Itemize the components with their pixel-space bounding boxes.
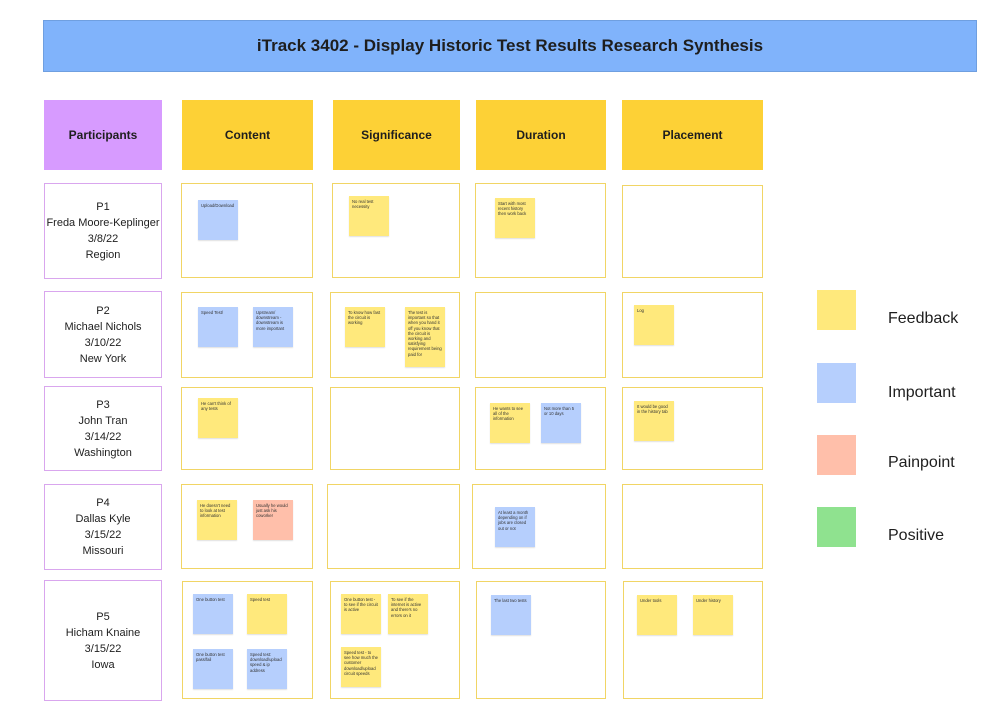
sticky-note[interactable]: To know how fast the circuit is working (345, 307, 385, 347)
participant-location: Missouri (82, 545, 124, 557)
cell-p5-significance: One button test - to see if the circuit … (330, 581, 460, 699)
header-placement: Placement (622, 100, 763, 170)
legend-label-positive: Positive (888, 527, 945, 544)
sticky-note[interactable]: Log (634, 305, 674, 345)
sticky-note[interactable]: It would be good in the history tab (634, 401, 674, 441)
participant-card-p3: P3 John Tran 3/14/22 Washington (44, 386, 162, 471)
sticky-note[interactable]: One button test pass/fail (193, 649, 233, 689)
participant-date: 3/8/22 (87, 233, 119, 245)
cell-p4-duration: At least a month depending on if jobs ar… (472, 484, 606, 569)
participant-location: New York (79, 352, 127, 365)
cell-p2-duration (475, 292, 606, 378)
sticky-note[interactable]: Speed Test/ (198, 307, 238, 347)
sticky-note[interactable]: Speed test (247, 594, 287, 634)
header-content: Content (182, 100, 313, 170)
sticky-note[interactable]: Speed test: download/upload speed & ip a… (247, 649, 287, 689)
participant-id: P5 (96, 610, 110, 623)
cell-p5-duration: The last two tests (476, 581, 606, 699)
legend-label-painpoint: Painpoint (888, 454, 955, 471)
cell-p2-content: Speed Test/ Upstream/ downstream - downs… (181, 292, 313, 378)
cell-p1-duration: Start with most recent history then work… (475, 183, 606, 278)
header-participants: Participants (44, 100, 162, 170)
cell-p5-placement: Under tools Under history (623, 581, 763, 699)
cell-p4-placement (622, 484, 763, 569)
participant-date: 3/15/22 (84, 642, 122, 655)
participant-date: 3/15/22 (84, 529, 122, 541)
participant-id: P2 (96, 304, 110, 317)
sticky-note[interactable]: The test is important so that when you h… (405, 307, 445, 367)
legend-swatch-painpoint (817, 435, 856, 475)
sticky-note[interactable]: He can't think of any tests (198, 398, 238, 438)
sticky-note[interactable]: Upstream/ downstream - downstream is mor… (253, 307, 293, 347)
legend-label-feedback: Feedback (888, 310, 959, 327)
sticky-note[interactable]: No real test necessity (349, 196, 389, 236)
cell-p4-content: He doesn't need to look at test informat… (181, 484, 313, 569)
sticky-note[interactable]: To see if the internet is active and the… (388, 594, 428, 634)
participant-card-p1: P1 Freda Moore-Keplinger 3/8/22 Region (44, 183, 162, 279)
sticky-note[interactable]: He doesn't need to look at test informat… (197, 500, 237, 540)
cell-p4-significance (327, 484, 460, 569)
sticky-note[interactable]: The last two tests (491, 595, 531, 635)
participant-name: Michael Nichols (64, 320, 142, 333)
cell-p2-significance: To know how fast the circuit is working … (330, 292, 460, 378)
cell-p1-content: Upload/Download (181, 183, 313, 278)
sticky-note[interactable]: He wants to see all of the information (490, 403, 530, 443)
legend-swatch-feedback (817, 290, 856, 330)
cell-p3-duration: He wants to see all of the information N… (475, 387, 606, 470)
sticky-note[interactable]: Not more than 5 or 10 days (541, 403, 581, 443)
cell-p3-placement: It would be good in the history tab (622, 387, 763, 470)
participant-card-p4: P4 Dallas Kyle 3/15/22 Missouri (44, 484, 162, 570)
participant-location: Iowa (91, 658, 115, 671)
cell-p5-content: One button test Speed test One button te… (182, 581, 313, 699)
sticky-note[interactable]: Speed test - to see how much the custome… (341, 647, 381, 687)
legend-swatch-important (817, 363, 856, 403)
sticky-note[interactable]: Upload/Download (198, 200, 238, 240)
cell-p2-placement: Log (622, 292, 763, 378)
participant-card-p5: P5 Hicham Knaine 3/15/22 Iowa (44, 580, 162, 701)
sticky-note[interactable]: One button test - to see if the circuit … (341, 594, 381, 634)
sticky-note[interactable]: Under history (693, 595, 733, 635)
participant-card-p2: P2 Michael Nichols 3/10/22 New York (44, 291, 162, 378)
header-duration: Duration (476, 100, 606, 170)
board-title: iTrack 3402 - Display Historic Test Resu… (43, 20, 977, 72)
participant-name: Freda Moore-Keplinger (46, 217, 160, 229)
participant-date: 3/14/22 (84, 430, 122, 443)
participant-name: Dallas Kyle (75, 513, 131, 525)
participant-name: Hicham Knaine (65, 626, 141, 639)
participant-id: P4 (96, 497, 110, 509)
participant-name: John Tran (78, 414, 128, 427)
sticky-note[interactable]: Start with most recent history then work… (495, 198, 535, 238)
sticky-note[interactable]: At least a month depending on if jobs ar… (495, 507, 535, 547)
participant-date: 3/10/22 (84, 336, 122, 349)
legend-label-important: Important (888, 384, 956, 401)
cell-p3-significance (330, 387, 460, 470)
cell-p3-content: He can't think of any tests (181, 387, 313, 470)
participant-location: Washington (74, 446, 132, 459)
participant-id: P3 (96, 398, 110, 411)
sticky-note[interactable]: One button test (193, 594, 233, 634)
sticky-note[interactable]: Under tools (637, 595, 677, 635)
legend-swatch-positive (817, 507, 856, 547)
cell-p1-placement (622, 185, 763, 278)
header-significance: Significance (333, 100, 460, 170)
sticky-note[interactable]: Usually he would just ask his coworker (253, 500, 293, 540)
cell-p1-significance: No real test necessity (332, 183, 460, 278)
participant-id: P1 (96, 201, 110, 213)
participant-location: Region (85, 249, 121, 261)
